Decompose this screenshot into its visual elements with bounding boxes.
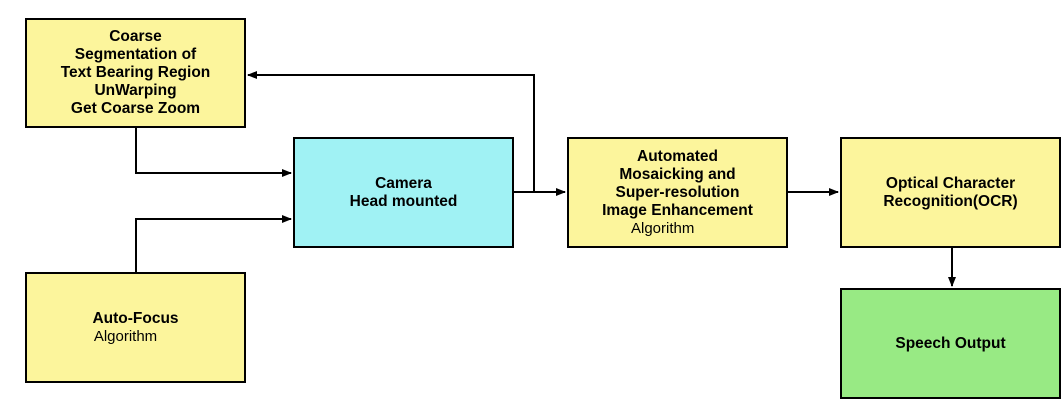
- box-text-line: Text Bearing Region: [60, 64, 211, 81]
- arrow-coarse-to-camera: [135, 128, 292, 177]
- box-text-line: Get Coarse Zoom: [70, 100, 201, 117]
- speech-output-box: Speech Output: [840, 288, 1061, 399]
- box-text-line: Optical Character: [885, 174, 1016, 192]
- box-text-line: Coarse: [109, 28, 162, 45]
- box-text-line: Auto-Focus: [92, 309, 179, 327]
- box-text-line: Segmentation of: [74, 46, 197, 63]
- box-subtext: Algorithm: [631, 219, 695, 237]
- box-text-line: Automated: [637, 147, 718, 165]
- box-text-line: Speech Output: [895, 334, 1006, 352]
- autofocus-box: Auto-Focus Algorithm: [25, 272, 246, 383]
- box-text-line: Head mounted: [349, 192, 458, 210]
- box-text-line: Mosaicking and: [619, 165, 736, 183]
- ocr-box: Optical Character Recognition(OCR): [840, 137, 1061, 248]
- coarse-segmentation-box: Coarse Segmentation of Text Bearing Regi…: [25, 18, 246, 128]
- box-text-line: Recognition(OCR): [883, 192, 1018, 210]
- box-text-line: Super-resolution: [615, 183, 740, 201]
- box-subtext: Algorithm: [93, 327, 158, 345]
- box-text-line: Camera: [375, 174, 432, 192]
- arrow-autofocus-to-camera: [135, 215, 292, 272]
- camera-box: Camera Head mounted: [293, 137, 514, 248]
- box-text-line: UnWarping: [94, 82, 177, 99]
- box-text-line: Image Enhancement: [602, 201, 753, 219]
- arrow-feedback-to-coarse: [247, 71, 535, 192]
- mosaicking-box: Automated Mosaicking and Super-resolutio…: [567, 137, 788, 248]
